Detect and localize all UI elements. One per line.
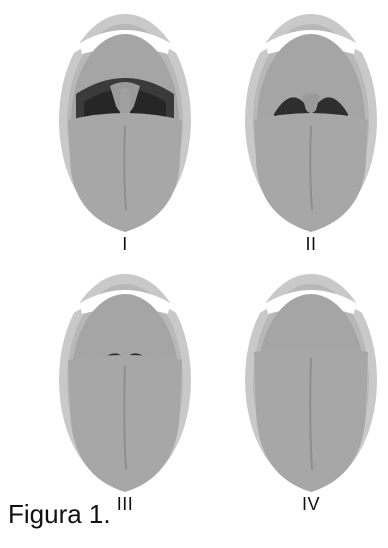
- class-label-iv: IV: [236, 494, 386, 515]
- class-label-i: I: [50, 234, 200, 255]
- figure-caption: Figura 1.: [8, 499, 111, 530]
- mouth-illustration-i: [50, 10, 200, 232]
- panel-class-i: I: [50, 10, 200, 240]
- mouth-illustration-iii: [50, 270, 200, 492]
- panel-class-iv: IV: [236, 270, 386, 500]
- panel-class-ii: II: [236, 10, 386, 240]
- panel-class-iii: III: [50, 270, 200, 500]
- mouth-illustration-iv: [236, 270, 386, 492]
- mouth-illustration-ii: [236, 10, 386, 232]
- class-label-ii: II: [236, 234, 386, 255]
